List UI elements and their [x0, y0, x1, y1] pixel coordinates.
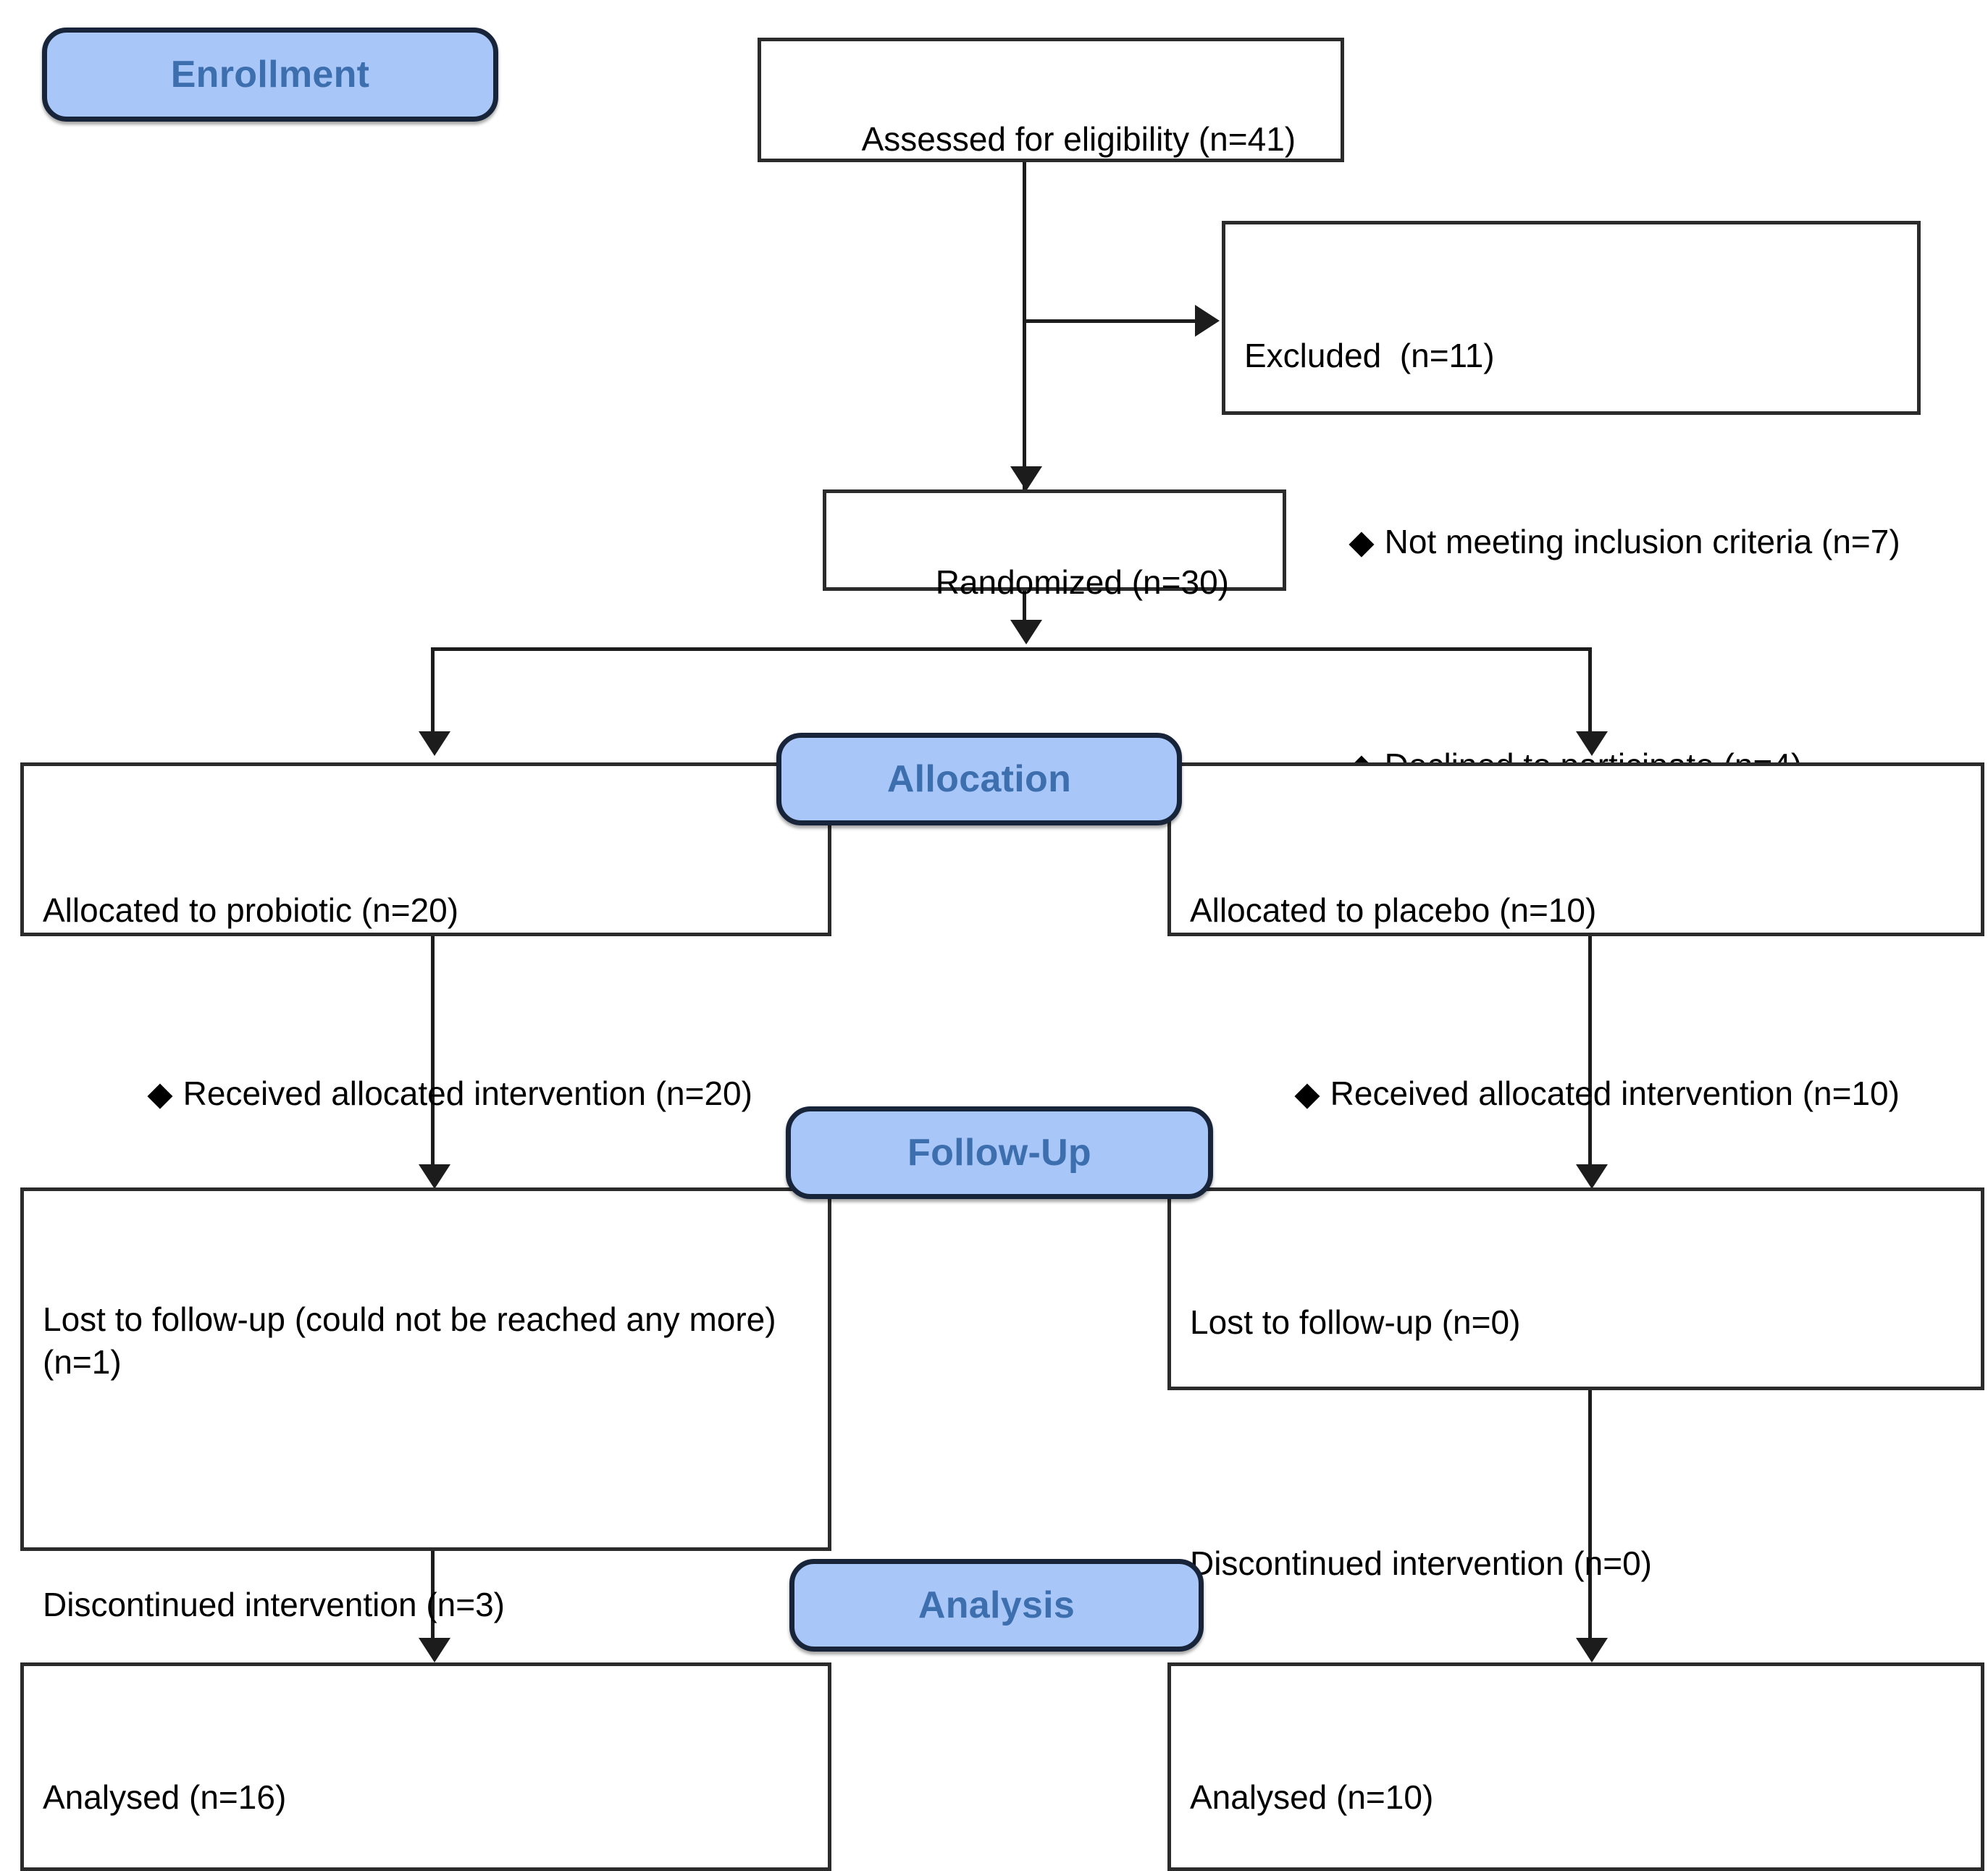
stage-badge-followup-label: Follow-Up: [907, 1132, 1091, 1174]
analysis-left-title: Analysed (n=16): [43, 1778, 287, 1816]
arrow-follow-left-to-analysis: [419, 1638, 450, 1662]
alloc-left-item-0: ◆Received allocated intervention (n=20): [43, 1029, 813, 1159]
arrow-randomized-split: [1010, 620, 1042, 644]
arrow-split-left: [419, 731, 450, 756]
stage-badge-analysis: Analysis: [789, 1559, 1204, 1652]
arrow-alloc-right-to-follow: [1576, 1164, 1608, 1189]
arrow-assessed-to-randomized: [1010, 466, 1042, 491]
stage-badge-followup: Follow-Up: [786, 1106, 1213, 1199]
arrow-alloc-left-to-follow: [419, 1164, 450, 1189]
diamond-bullet-icon: ◆: [147, 1074, 173, 1112]
node-analysis-placebo: Analysed (n=10): [1167, 1662, 1984, 1871]
follow-right-lost: Lost to follow-up (n=0): [1190, 1303, 1521, 1341]
stage-badge-allocation: Allocation: [776, 733, 1182, 825]
follow-right-disc: Discontinued intervention (n=0): [1190, 1544, 1652, 1582]
connector-alloc-right-to-follow: [1588, 936, 1592, 1168]
excluded-title: Excluded (n=11): [1244, 336, 1495, 374]
excluded-item-0: ◆Not meeting inclusion criteria (n=7): [1244, 477, 1903, 607]
analysis-right-title: Analysed (n=10): [1190, 1778, 1434, 1816]
randomized-text: Randomized (n=30): [935, 563, 1229, 601]
connector-follow-left-to-analysis: [431, 1551, 435, 1645]
node-randomized: Randomized (n=30): [823, 489, 1286, 601]
stage-badge-allocation-label: Allocation: [886, 758, 1072, 800]
stage-badge-analysis-label: Analysis: [918, 1584, 1075, 1626]
stage-badge-enrollment-label: Enrollment: [170, 54, 370, 96]
node-analysis-probiotic: Analysed (n=16) ◆Excluded from analysis …: [20, 1662, 831, 1871]
follow-left-disc-title: Discontinued intervention (n=3): [43, 1586, 505, 1624]
node-excluded: Excluded (n=11) ◆Not meeting inclusion c…: [1222, 221, 1921, 784]
alloc-right-item-0: ◆Received allocated intervention (n=10): [1190, 1029, 1966, 1159]
connector-assessed-to-randomized: [1023, 162, 1026, 491]
arrow-to-excluded: [1195, 305, 1220, 337]
node-assessed-for-eligibility: Assessed for eligibility (n=41): [758, 38, 1344, 162]
alloc-left-title: Allocated to probiotic (n=20): [43, 891, 459, 929]
assessed-text: Assessed for eligibility (n=41): [861, 119, 1296, 158]
connector-split-right: [1588, 647, 1592, 734]
connector-split-bar: [431, 647, 1592, 651]
connector-to-excluded: [1023, 319, 1196, 323]
connector-randomized-down: [1023, 591, 1026, 626]
node-followup-probiotic: Lost to follow-up (could not be reached …: [20, 1187, 831, 1806]
connector-follow-right-to-analysis: [1588, 1390, 1592, 1645]
stage-badge-enrollment: Enrollment: [42, 28, 498, 122]
alloc-right-title: Allocated to placebo (n=10): [1190, 891, 1597, 929]
connector-alloc-left-to-follow: [431, 936, 435, 1168]
follow-left-lost: Lost to follow-up (could not be reached …: [43, 1300, 786, 1382]
diamond-bullet-icon: ◆: [1349, 522, 1375, 560]
arrow-split-right: [1576, 731, 1608, 756]
node-followup-placebo: Lost to follow-up (n=0) Discontinued int…: [1167, 1187, 1984, 1582]
diamond-bullet-icon: ◆: [1294, 1074, 1320, 1112]
node-allocated-probiotic: Allocated to probiotic (n=20) ◆Received …: [20, 762, 831, 1112]
node-allocated-placebo: Allocated to placebo (n=10) ◆Received al…: [1167, 762, 1984, 1112]
arrow-follow-right-to-analysis: [1576, 1638, 1608, 1662]
connector-split-left: [431, 647, 435, 734]
